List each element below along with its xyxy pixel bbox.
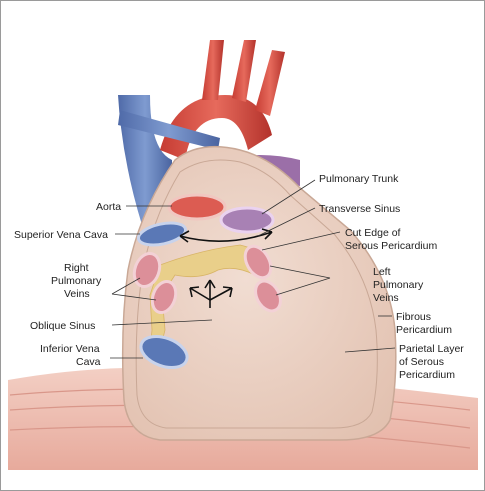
label-fibrous-line1: Fibrous: [396, 311, 431, 323]
label-fibrous-line2: Pericardium: [396, 324, 452, 336]
label-cut-edge-line2: Serous Pericardium: [345, 240, 437, 252]
leader-parietal: [344, 347, 396, 353]
leader-transverse-sinus: [257, 207, 316, 237]
leader-oblique-sinus: [111, 319, 213, 326]
label-left-veins-line2: Pulmonary: [373, 279, 424, 291]
brachiocephalic-artery: [202, 40, 224, 100]
leader-right-veins-b: [111, 293, 157, 301]
label-inferior-vc-line1: Inferior Vena: [40, 343, 100, 355]
label-superior-vena-cava: Superior Vena Cava: [14, 229, 108, 241]
leader-left-veins-b: [275, 277, 331, 296]
label-parietal-line1: Parietal Layer: [399, 343, 464, 355]
label-left-veins-line3: Veins: [373, 292, 399, 304]
serous-cut-edge-band: [149, 244, 263, 351]
right-pulmonary-vein-upper: [132, 252, 162, 288]
leader-cut-edge: [261, 231, 341, 251]
superior-vena-cava-opening: [136, 221, 188, 247]
left-pulmonary-vein-upper: [243, 244, 273, 280]
label-transverse-sinus: Transverse Sinus: [319, 203, 400, 215]
label-right-veins-line1: Right: [64, 262, 89, 274]
carotid-artery: [232, 40, 256, 102]
label-right-veins-line2: Pulmonary: [51, 275, 102, 287]
left-pulmonary-vein-lower: [254, 279, 282, 313]
right-pulmonary-vein-lower: [150, 280, 178, 314]
brachiocephalic-vein: [118, 110, 220, 150]
label-parietal-line2: of Serous: [399, 356, 444, 368]
inferior-vena-cava-opening: [139, 334, 189, 370]
label-parietal-line3: Pericardium: [399, 369, 455, 381]
label-right-veins-line3: Veins: [64, 288, 90, 300]
leader-pulmonary-trunk: [261, 179, 316, 215]
label-cut-edge-line1: Cut Edge of: [345, 227, 401, 239]
leader-left-veins-a: [269, 265, 331, 279]
subclavian-artery: [255, 50, 285, 116]
label-pulmonary-trunk: Pulmonary Trunk: [319, 173, 399, 185]
cut-edge-inner-line: [135, 159, 378, 429]
label-aorta: Aorta: [96, 201, 121, 213]
oblique-sinus-arrows: [189, 279, 233, 308]
label-inferior-vc-line2: Cava: [76, 356, 101, 368]
label-oblique-sinus: Oblique Sinus: [30, 320, 95, 332]
aortic-arch-vessel: [160, 95, 272, 160]
leader-right-veins-a: [111, 277, 141, 295]
aorta-opening: [167, 193, 227, 221]
pulmonary-trunk-opening: [219, 206, 275, 234]
label-left-veins-line1: Left: [373, 266, 391, 278]
transverse-sinus-arrow: [179, 228, 273, 243]
